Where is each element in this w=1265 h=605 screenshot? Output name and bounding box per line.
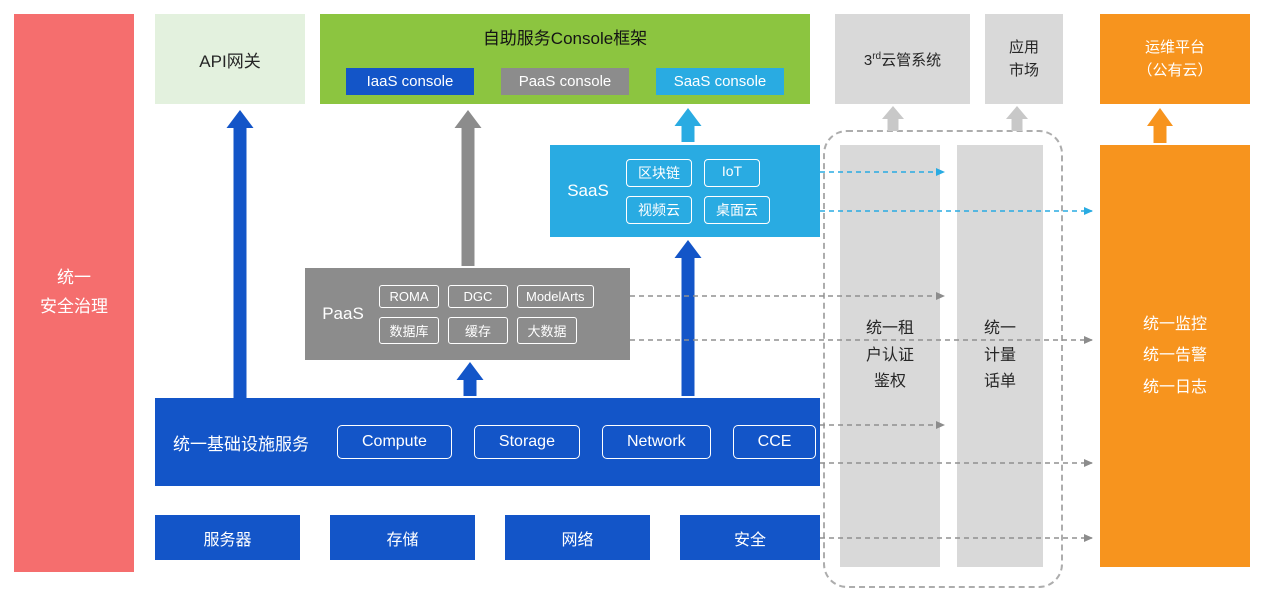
ops-platform-label: 运维平台 （公有云） bbox=[1137, 38, 1213, 79]
saas-service-video-cloud: 视频云 bbox=[626, 195, 692, 224]
api-gateway-label: API网关 bbox=[199, 51, 261, 71]
arrow-shared-to-app-market bbox=[1006, 106, 1028, 131]
shared-services-dashed-container bbox=[823, 130, 1063, 588]
infrastructure-services: Compute Storage Network CCE bbox=[337, 425, 817, 459]
arrow-shared-to-third-party bbox=[882, 106, 904, 131]
saas-service-desktop-cloud: 桌面云 bbox=[704, 195, 770, 224]
paas-console-chip: PaaS console bbox=[501, 68, 629, 95]
paas-layer-box: PaaS ROMA DGC ModelArts 数据库 缓存 大数据 bbox=[305, 268, 630, 360]
arrow-saas-to-console bbox=[674, 108, 702, 142]
saas-service-blockchain: 区块链 bbox=[626, 158, 692, 187]
paas-service-roma: ROMA bbox=[379, 284, 439, 308]
console-row: IaaS console PaaS console SaaS console bbox=[320, 68, 810, 95]
infra-service-storage: Storage bbox=[473, 425, 580, 459]
saas-layer-box: SaaS 区块链 IoT 视频云 桌面云 bbox=[550, 145, 820, 237]
infra-service-cce: CCE bbox=[732, 425, 817, 459]
security-governance-label: 统一 安全治理 bbox=[40, 268, 108, 316]
app-market-label: 应用 市场 bbox=[1008, 38, 1039, 79]
network-box: 网络 bbox=[505, 515, 650, 560]
console-frame: 自助服务Console框架 IaaS console PaaS console … bbox=[320, 14, 810, 104]
paas-service-dgc: DGC bbox=[448, 284, 508, 308]
saas-services: 区块链 IoT 视频云 桌面云 bbox=[626, 158, 808, 224]
third-party-cloud-label: 3rd云管系统 bbox=[863, 50, 942, 69]
console-frame-title: 自助服务Console框架 bbox=[482, 29, 648, 48]
tenant-auth-label: 统一租 户认证 鉴权 bbox=[865, 320, 914, 391]
paas-layer-label: PaaS bbox=[322, 304, 364, 323]
third-party-cloud-box: 3rd云管系统 bbox=[835, 14, 970, 104]
monitoring-bar: 统一监控 统一告警 统一日志 bbox=[1100, 145, 1250, 567]
app-market-box: 应用 市场 bbox=[985, 14, 1063, 104]
iaas-console-chip: IaaS console bbox=[346, 68, 474, 95]
infra-service-compute: Compute bbox=[337, 425, 452, 459]
storage-box: 存储 bbox=[330, 515, 475, 560]
saas-service-iot: IoT bbox=[704, 158, 760, 187]
paas-services: ROMA DGC ModelArts 数据库 缓存 大数据 bbox=[379, 284, 618, 344]
infrastructure-label: 统一基础设施服务 bbox=[173, 434, 309, 454]
paas-service-modelarts: ModelArts bbox=[517, 284, 594, 308]
tenant-auth-bar: 统一租 户认证 鉴权 bbox=[840, 145, 940, 567]
arrow-monitoring-to-ops-platform bbox=[1147, 108, 1173, 143]
arrow-infra-to-api-gateway bbox=[226, 110, 254, 398]
ops-platform-box: 运维平台 （公有云） bbox=[1100, 14, 1250, 104]
third-party-superscript: rd bbox=[872, 50, 882, 62]
arrow-infra-to-paas bbox=[456, 362, 484, 396]
saas-console-chip: SaaS console bbox=[656, 68, 784, 95]
metering-bar: 统一 计量 话单 bbox=[957, 145, 1043, 567]
security-governance-bar: 统一 安全治理 bbox=[14, 14, 134, 572]
metering-label: 统一 计量 话单 bbox=[983, 320, 1016, 391]
arrow-paas-to-console bbox=[454, 110, 482, 266]
arrow-infra-to-saas bbox=[674, 240, 702, 396]
paas-service-cache: 缓存 bbox=[448, 316, 508, 344]
api-gateway-box: API网关 bbox=[155, 14, 305, 104]
saas-layer-label: SaaS bbox=[567, 181, 609, 200]
paas-service-database: 数据库 bbox=[379, 316, 439, 344]
infra-service-network: Network bbox=[601, 425, 711, 459]
monitoring-label: 统一监控 统一告警 统一日志 bbox=[1142, 316, 1207, 396]
paas-service-bigdata: 大数据 bbox=[517, 316, 577, 344]
server-box: 服务器 bbox=[155, 515, 300, 560]
infrastructure-bar: 统一基础设施服务 Compute Storage Network CCE bbox=[155, 398, 820, 486]
security-box: 安全 bbox=[680, 515, 820, 560]
